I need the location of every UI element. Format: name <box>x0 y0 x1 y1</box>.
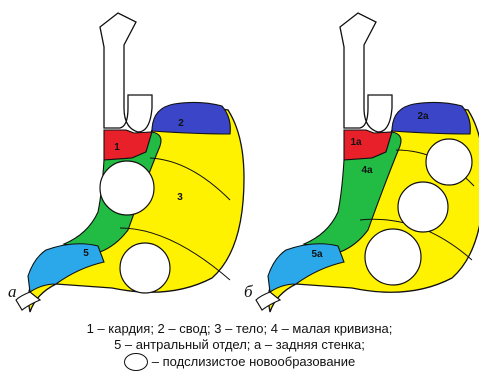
submucosal-lesion <box>426 139 472 185</box>
label-cardia: 1а <box>350 137 362 148</box>
panel-letter-b: б <box>244 282 253 301</box>
submucosal-lesion-legend-icon <box>124 353 148 371</box>
panel-b: 1а 2а 4а 5а б <box>244 13 479 312</box>
label-cardia: 1 <box>114 142 120 153</box>
submucosal-lesion <box>365 229 421 285</box>
label-fundus: 2а <box>417 111 429 122</box>
panel-letter-a: а <box>8 282 17 301</box>
submucosal-lesion <box>100 161 154 215</box>
legend-line-3: – подслизистое новообразование <box>0 353 479 375</box>
label-body: 3 <box>177 192 183 203</box>
esophagus <box>100 13 152 132</box>
label-antrum: 5 <box>83 248 89 259</box>
label-lesser-curvature: 4а <box>361 165 373 176</box>
label-fundus: 2 <box>178 118 184 129</box>
label-antrum: 5а <box>311 249 323 260</box>
zone-fundus <box>152 102 230 134</box>
submucosal-lesion <box>120 243 170 293</box>
zone-fundus <box>392 102 470 134</box>
panel-a: 1 2 3 5 а <box>8 13 244 312</box>
submucosal-lesion <box>398 182 448 232</box>
legend-line-2: 5 – антральный отдел; а – задняя стенка; <box>0 337 479 353</box>
legend-line-1: 1 – кардия; 2 – свод; 3 – тело; 4 – мала… <box>0 321 479 337</box>
esophagus <box>340 13 392 132</box>
legend-lesion-label: – подслизистое новообразование <box>152 354 355 370</box>
